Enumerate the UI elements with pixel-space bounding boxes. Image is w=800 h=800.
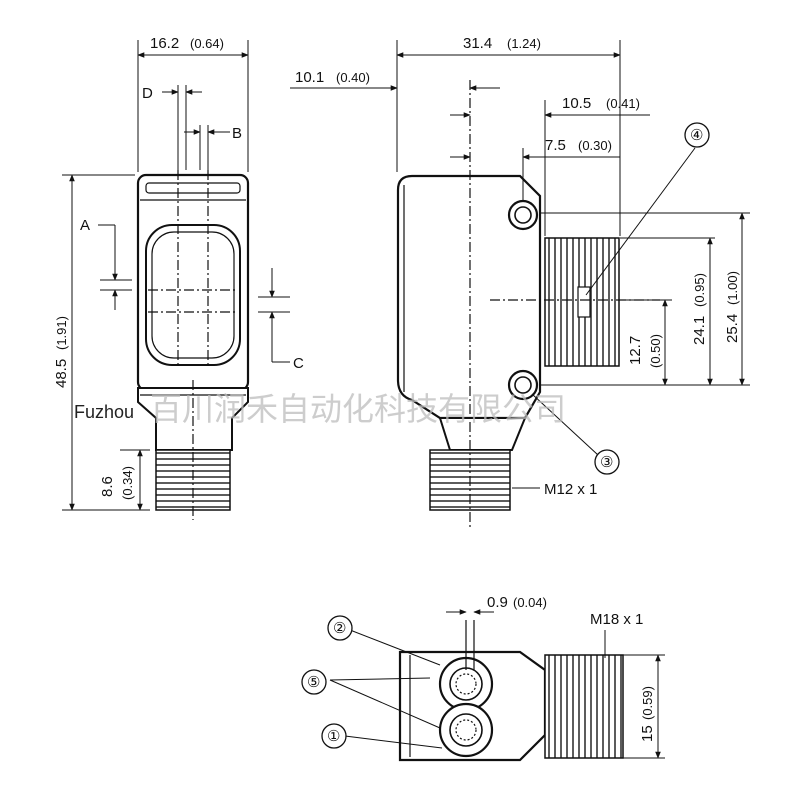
watermark: Fuzhou 百川润禾自动化科技有限公司 bbox=[74, 391, 566, 427]
dim-offset-center-in: (0.30) bbox=[578, 138, 612, 153]
callout-2: ② bbox=[333, 620, 346, 637]
dim-offset-front-in: (0.40) bbox=[336, 70, 370, 85]
dim-offset-connector: 10.5 bbox=[562, 95, 591, 112]
dim-height-holes-in: (1.00) bbox=[725, 271, 740, 305]
front-dimensions bbox=[62, 40, 290, 511]
bottom-view bbox=[398, 620, 624, 762]
callout-1: ① bbox=[327, 728, 340, 745]
dim-thread-length-in: (0.34) bbox=[120, 466, 135, 500]
label-b: B bbox=[232, 125, 242, 142]
dim-offset-center: 7.5 bbox=[545, 137, 566, 154]
label-a: A bbox=[80, 217, 90, 234]
dim-offset-small: 0.9 bbox=[487, 594, 508, 611]
dim-height-half: 12.7 bbox=[627, 336, 644, 365]
label-c: C bbox=[293, 355, 304, 372]
dim-depth-total: 31.4 bbox=[463, 35, 492, 52]
dim-offset-small-in: (0.04) bbox=[513, 595, 547, 610]
dim-width-m18-in: (0.59) bbox=[640, 686, 655, 720]
dim-thread-m18: M18 x 1 bbox=[590, 611, 643, 628]
dim-offset-front: 10.1 bbox=[295, 69, 324, 86]
dim-depth-total-in: (1.24) bbox=[507, 36, 541, 51]
side-dimensions bbox=[290, 40, 750, 489]
callout-5: ⑤ bbox=[307, 674, 320, 691]
dim-height-total-in: (1.91) bbox=[54, 316, 69, 350]
watermark-latin: Fuzhou bbox=[74, 402, 134, 422]
dim-height-connector: 24.1 bbox=[691, 316, 708, 345]
label-d: D bbox=[142, 85, 153, 102]
dim-thread-length: 8.6 bbox=[99, 476, 116, 497]
dim-width-top: 16.2 bbox=[150, 35, 179, 52]
watermark-cjk: 百川润禾自动化科技有限公司 bbox=[150, 391, 566, 427]
dim-height-total: 48.5 bbox=[53, 359, 70, 388]
dim-width-top-in: (0.64) bbox=[190, 36, 224, 51]
front-view bbox=[136, 170, 250, 520]
dim-height-holes: 25.4 bbox=[724, 314, 741, 343]
side-view bbox=[396, 80, 660, 530]
dim-thread-m12: M12 x 1 bbox=[544, 481, 597, 498]
dim-height-half-in: (0.50) bbox=[648, 334, 663, 368]
callout-3: ③ bbox=[600, 454, 613, 471]
dim-height-connector-in: (0.95) bbox=[692, 273, 707, 307]
dim-offset-connector-in: (0.41) bbox=[606, 96, 640, 111]
dim-width-m18: 15 bbox=[639, 725, 656, 742]
bottom-dimensions bbox=[329, 609, 665, 759]
callout-4: ④ bbox=[690, 127, 703, 144]
